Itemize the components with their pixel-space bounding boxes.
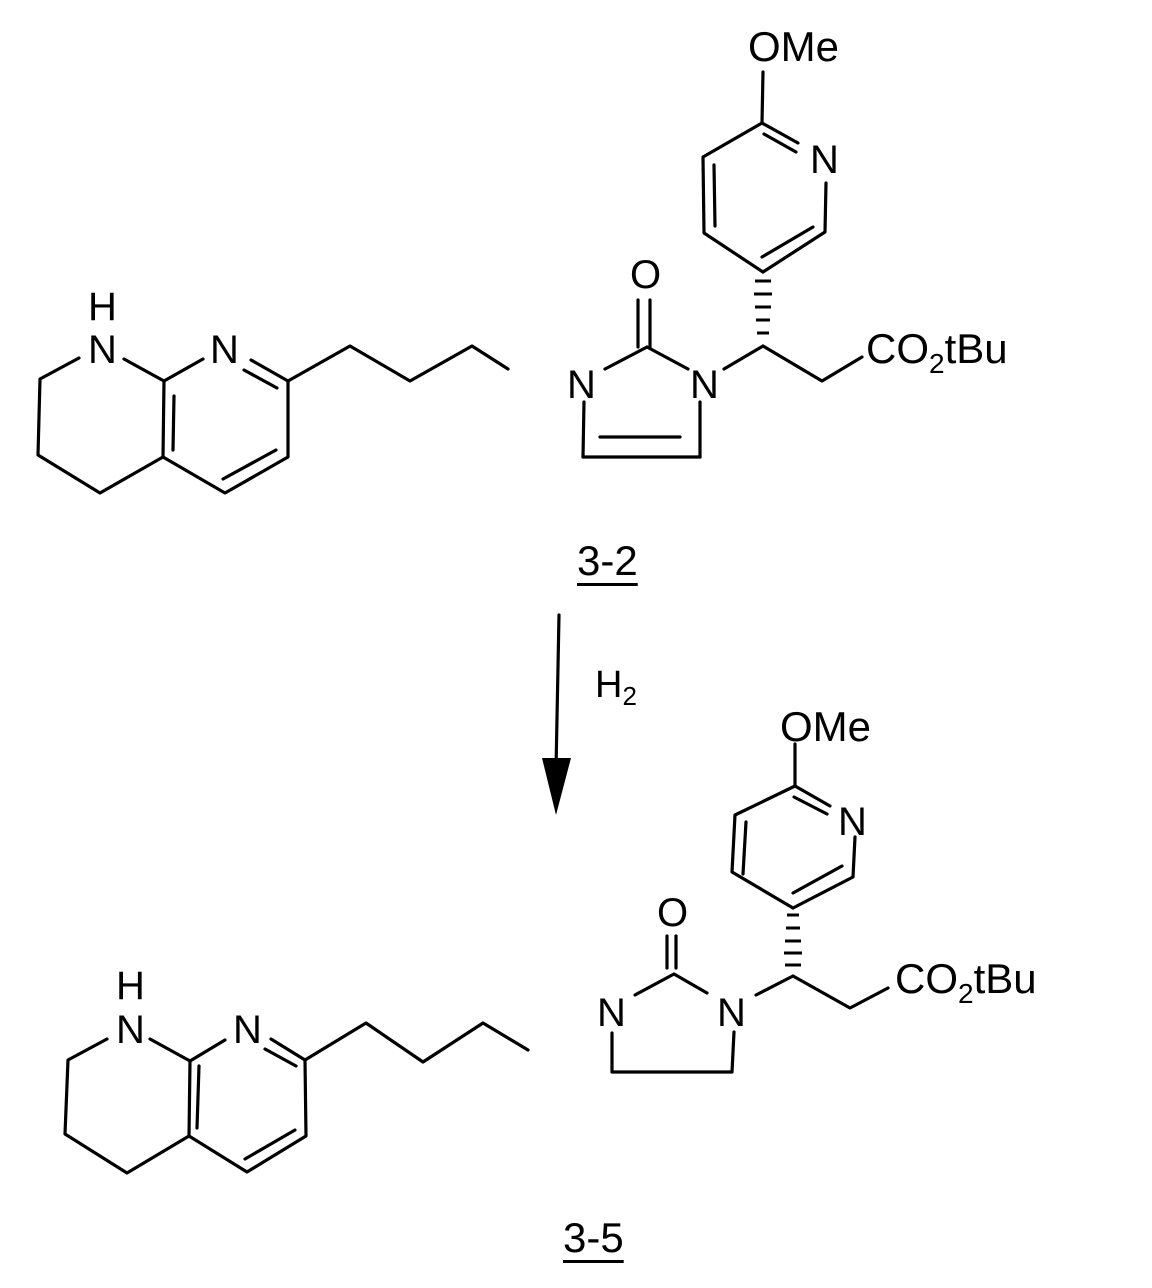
atom-o-carbonyl: O xyxy=(657,891,689,935)
tert-butyl-ester-group: CO2tBu xyxy=(895,955,1037,1008)
tert-butyl-ester-group: CO2tBu xyxy=(866,325,1008,378)
reagent-h: H xyxy=(595,664,623,706)
compound-3-5-bonds xyxy=(63,742,890,1175)
hashed-wedge xyxy=(784,913,802,967)
ester-co: CO xyxy=(895,955,958,1002)
atom-h: H xyxy=(116,964,145,1008)
reagent-subscript: 2 xyxy=(622,681,637,711)
atom-n-urea-1: N xyxy=(567,363,596,407)
atom-h: H xyxy=(88,285,117,329)
atom-n-pyridine: N xyxy=(838,800,867,844)
ester-tbu: tBu xyxy=(973,955,1037,1002)
atom-n-naphthyridine: N xyxy=(233,1008,262,1052)
compound-label-3-2: 3-2 xyxy=(577,537,638,584)
ester-co: CO xyxy=(866,325,929,372)
atom-n-pyridine: N xyxy=(810,138,839,182)
atom-n-naphthyridine: N xyxy=(210,328,239,372)
atom-n-urea-1: N xyxy=(597,991,626,1035)
methoxy-group: OMe xyxy=(780,703,872,750)
methoxy-group: OMe xyxy=(748,23,840,70)
reagent-label: H2 xyxy=(595,664,637,709)
atom-n-urea-2: N xyxy=(717,991,746,1035)
compound-3-2-bonds xyxy=(36,70,864,495)
atom-n-urea-2: N xyxy=(690,363,719,407)
hashed-wedge xyxy=(754,279,772,335)
compound-label-3-5: 3-5 xyxy=(563,1214,624,1261)
reaction-arrow xyxy=(542,613,571,815)
atom-n-amine: N xyxy=(116,1008,145,1052)
ester-subscript: 2 xyxy=(929,348,945,379)
atom-n-amine: N xyxy=(88,328,117,372)
ester-tbu: tBu xyxy=(944,325,1008,372)
ester-subscript: 2 xyxy=(958,978,974,1009)
atom-o-carbonyl: O xyxy=(630,253,662,297)
